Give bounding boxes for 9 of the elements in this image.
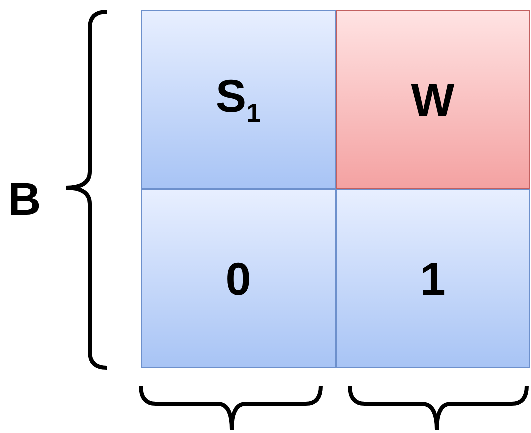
cell-symbol: S$_{1}$ — [216, 72, 262, 126]
grid-cell — [336, 10, 530, 189]
cell-symbol: 0 — [226, 256, 252, 302]
cell-symbol: W — [411, 76, 455, 122]
brace-label: B — [8, 176, 42, 222]
cell-symbol: 1 — [420, 256, 446, 302]
grid-cell — [336, 189, 530, 368]
grid-cell — [141, 189, 336, 368]
grid-cell — [141, 10, 336, 189]
